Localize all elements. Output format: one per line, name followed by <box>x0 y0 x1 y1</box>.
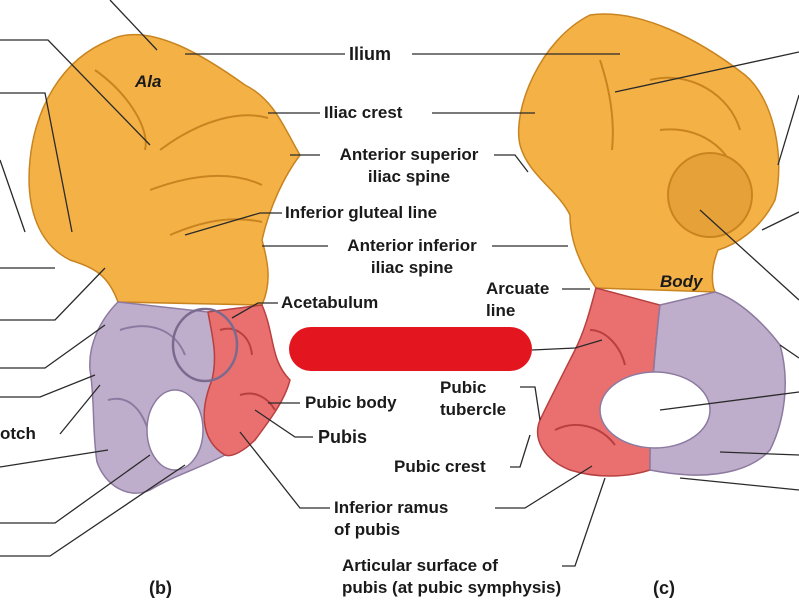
ilium-shading-b <box>94 69 269 236</box>
panel-label-b: (b) <box>149 578 172 598</box>
label-acetabulum: Acetabulum <box>281 293 379 312</box>
label-aiis-line2: iliac spine <box>370 258 454 277</box>
label-inferior-ramus: Inferior ramus of pubis <box>334 497 448 541</box>
label-aiis-line1: Anterior inferior <box>347 236 477 255</box>
label-ilium: Ilium <box>349 44 392 64</box>
label-pubic-tubercle-line2: tubercle <box>440 400 507 419</box>
pubis-shading-c <box>554 329 626 446</box>
label-arcuate-line: Arcuate line <box>486 278 549 322</box>
label-pubic-tubercle: Pubic tubercle <box>440 377 506 421</box>
label-articular-line1: Articular surface of <box>342 556 498 575</box>
label-arcuate-line2: line <box>486 301 516 320</box>
label-ala: Ala <box>135 72 162 91</box>
label-pubis: Pubis <box>318 427 368 447</box>
label-asis-line2: iliac spine <box>367 167 451 186</box>
label-inferior-ramus-line2: of pubis <box>334 520 401 539</box>
leader-lines <box>0 0 799 567</box>
label-inferior-ramus-line1: Inferior ramus <box>334 498 449 517</box>
label-inferior-gluteal-line: Inferior gluteal line <box>285 203 438 222</box>
ischium-shading-b <box>107 325 186 431</box>
panel-label-c: (c) <box>653 578 675 598</box>
label-arcuate-line1: Arcuate <box>486 279 550 298</box>
bone-lateral-view <box>28 34 301 494</box>
label-asis: Anterior superior iliac spine <box>324 144 494 188</box>
label-pubic-crest: Pubic crest <box>394 457 486 476</box>
label-asis-line1: Anterior superior <box>339 145 479 164</box>
label-aiis: Anterior inferior iliac spine <box>332 235 492 279</box>
obturator-foramen-c <box>599 371 711 449</box>
pubis-shading-b <box>219 327 276 411</box>
label-articular-line2: pubis (at pubic symphysis) <box>342 578 562 597</box>
pubis-region-b <box>203 304 291 457</box>
label-pubic-tubercle-line1: Pubic <box>440 378 487 397</box>
bone-medial-view <box>518 13 786 477</box>
label-iliac-crest: Iliac crest <box>324 103 403 122</box>
acetabulum-rim-b <box>171 307 239 383</box>
label-pubic-body: Pubic body <box>305 393 397 412</box>
ilium-region-b <box>28 34 301 306</box>
obturator-foramen-b <box>146 389 204 471</box>
auricular-surface-c <box>667 152 753 238</box>
label-notch-fragment: otch <box>0 424 36 443</box>
label-body: Body <box>660 272 703 291</box>
ischium-region-b <box>89 301 227 494</box>
ilium-region-c <box>518 13 780 293</box>
redaction-bar <box>289 327 532 371</box>
label-articular-surface: Articular surface of pubis (at pubic sym… <box>342 555 561 599</box>
